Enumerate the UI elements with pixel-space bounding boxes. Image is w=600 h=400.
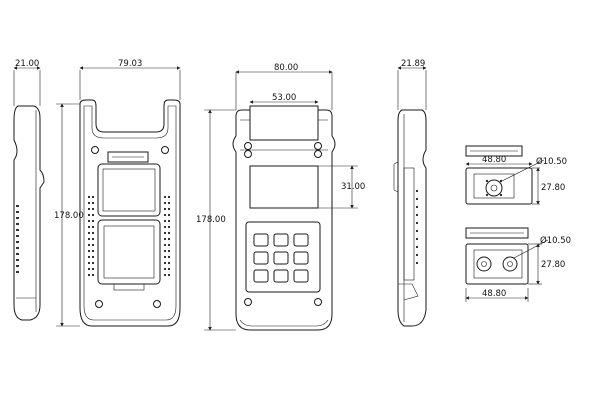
back-upper-window (249, 165, 319, 209)
back-view: 80.00 53.00 31.00 178.00 (196, 63, 365, 331)
front-height-label: 178.00 (54, 211, 84, 221)
front-screw-top-right (161, 146, 169, 154)
side-view-left: 21.00 (13, 59, 45, 321)
front-display-window (97, 163, 161, 217)
front-screw-bottom-left (95, 300, 103, 308)
front-lower-window (97, 219, 161, 285)
back-screw-1 (244, 142, 252, 150)
back-top-width-label: 53.00 (272, 93, 296, 103)
connector-bottom-port-right (502, 256, 518, 272)
back-screw-3 (244, 150, 252, 158)
back-width-label: 80.00 (274, 63, 298, 73)
side-left-thickness-label: 21.00 (15, 59, 39, 69)
side-vent-holes (16, 205, 19, 273)
front-latch (107, 151, 149, 163)
connector-bottom-port-left (476, 256, 492, 272)
connector-detail-top: 48.80 Ø10.50 27.80 (465, 145, 567, 205)
connector-bottom-diameter-label: Ø10.50 (540, 235, 571, 246)
front-dot-grid-right (164, 196, 170, 276)
connector-bottom-width-label: 48.80 (482, 289, 506, 299)
side-view-right: 21.89 (393, 59, 427, 327)
connector-top-height-label: 27.80 (541, 183, 565, 193)
front-width-label: 79.03 (118, 59, 142, 69)
side-right-thickness-label: 21.89 (401, 59, 425, 69)
connector-top-diameter-label: Ø10.50 (536, 156, 567, 167)
back-height-label: 178.00 (196, 215, 226, 225)
connector-detail-bottom: Ø10.50 27.80 48.80 (465, 227, 571, 302)
front-screw-bottom-right (153, 300, 161, 308)
front-view: 79.03 178.00 (54, 59, 181, 327)
back-screw-2 (314, 142, 322, 150)
front-screw-top-left (91, 146, 99, 154)
back-screw-5 (244, 298, 252, 306)
back-screw-6 (314, 298, 322, 306)
connector-top-port (485, 179, 503, 197)
back-screw-4 (314, 150, 322, 158)
back-top-recess (249, 105, 319, 141)
connector-top-width-label: 48.80 (482, 155, 506, 165)
back-button-panel (245, 221, 321, 293)
back-buttons (253, 233, 309, 283)
back-window-height-label: 31.00 (341, 182, 365, 192)
front-dot-grid-left (88, 196, 94, 276)
right-side-vent-holes (416, 190, 418, 264)
connector-bottom-height-label: 27.80 (541, 260, 565, 270)
